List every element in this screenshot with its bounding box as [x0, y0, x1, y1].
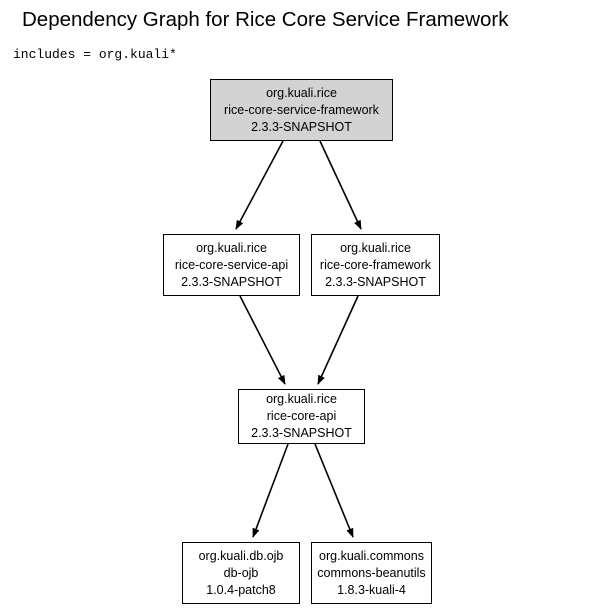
node-group-id: org.kuali.rice	[266, 85, 337, 100]
node-commons-beanutils[interactable]: org.kuali.commons commons-beanutils 1.8.…	[311, 542, 432, 604]
edge-framework-to-core-framework	[319, 140, 362, 230]
node-group-id: org.kuali.rice	[266, 392, 337, 406]
node-rice-core-framework[interactable]: org.kuali.rice rice-core-framework 2.3.3…	[311, 234, 440, 296]
node-version: 2.3.3-SNAPSHOT	[325, 274, 426, 289]
node-group-id: org.kuali.commons	[319, 548, 424, 563]
node-version: 1.8.3-kuali-4	[337, 582, 406, 597]
node-version: 2.3.3-SNAPSHOT	[251, 426, 352, 440]
node-artifact-id: rice-core-service-api	[174, 257, 289, 272]
edge-core-api-to-commons-beanutils	[314, 443, 354, 538]
node-version: 2.3.3-SNAPSHOT	[251, 119, 352, 134]
node-artifact-id: rice-core-api	[266, 409, 337, 423]
node-rice-core-api[interactable]: org.kuali.rice rice-core-api 2.3.3-SNAPS…	[238, 389, 365, 444]
node-artifact-id: rice-core-service-framework	[224, 102, 379, 117]
edge-framework-to-service-api	[235, 140, 284, 230]
edge-core-framework-to-core-api	[317, 295, 359, 385]
page-title: Dependency Graph for Rice Core Service F…	[22, 8, 509, 31]
node-artifact-id: commons-beanutils	[317, 565, 426, 580]
node-version: 2.3.3-SNAPSHOT	[181, 274, 282, 289]
node-rice-core-service-framework[interactable]: org.kuali.rice rice-core-service-framewo…	[210, 79, 393, 141]
includes-filter-label: includes = org.kuali*	[13, 47, 177, 62]
edge-service-api-to-core-api	[239, 295, 286, 385]
node-group-id: org.kuali.rice	[340, 240, 411, 255]
edge-core-api-to-db-ojb	[252, 443, 289, 538]
node-group-id: org.kuali.db.ojb	[198, 548, 284, 563]
node-db-ojb[interactable]: org.kuali.db.ojb db-ojb 1.0.4-patch8	[182, 542, 300, 604]
node-artifact-id: db-ojb	[223, 565, 259, 580]
node-rice-core-service-api[interactable]: org.kuali.rice rice-core-service-api 2.3…	[163, 234, 300, 296]
node-version: 1.0.4-patch8	[206, 582, 276, 597]
node-artifact-id: rice-core-framework	[319, 257, 432, 272]
node-group-id: org.kuali.rice	[196, 240, 267, 255]
